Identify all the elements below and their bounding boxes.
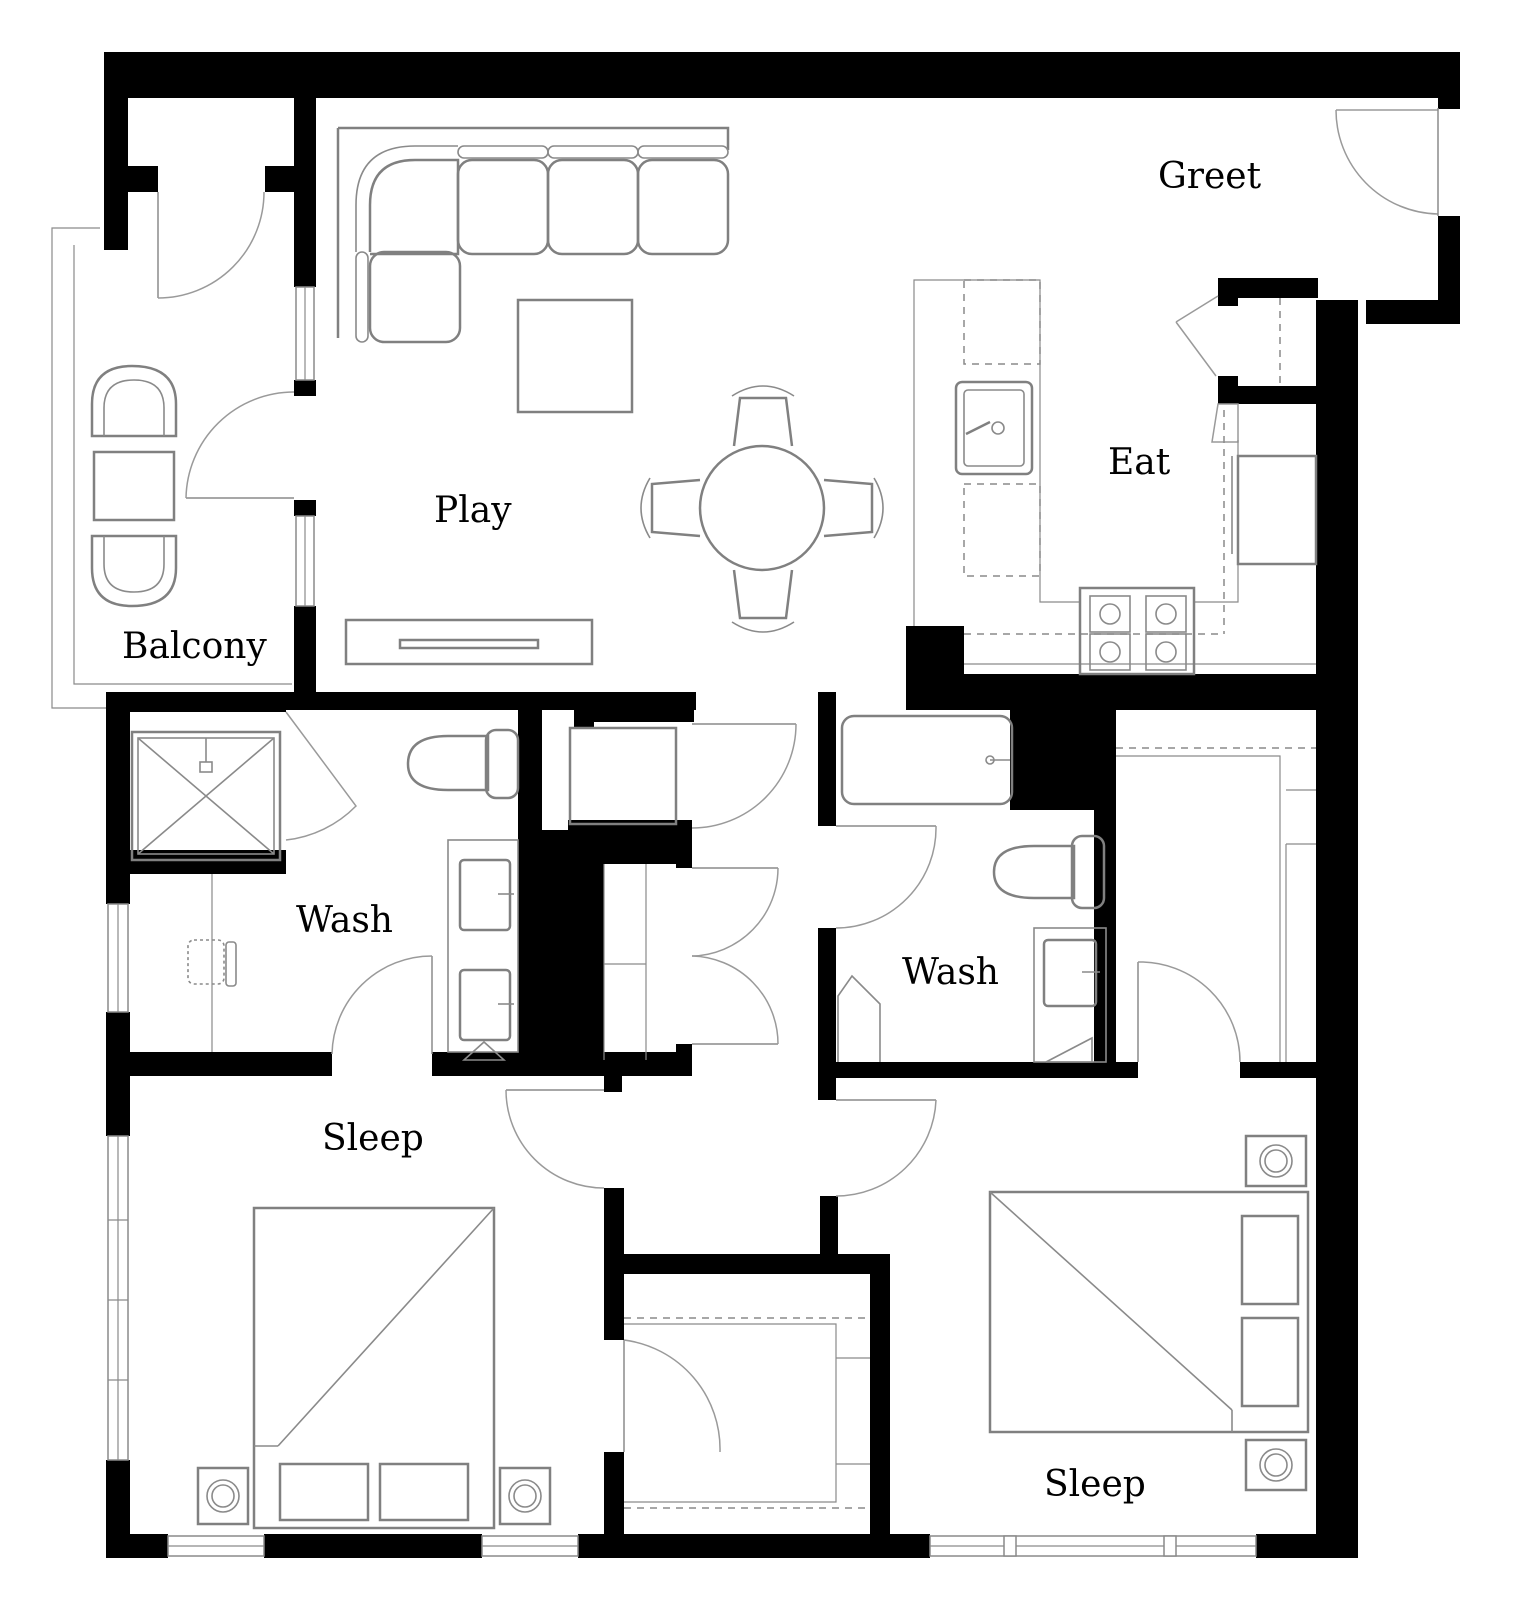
bathtub: [840, 714, 1014, 806]
room-label-balcony: Balcony: [122, 626, 267, 667]
room-label-sleep-right: Sleep: [1044, 1464, 1146, 1505]
nightstand: [1244, 1134, 1308, 1188]
hall-closets: [568, 726, 678, 1060]
balcony-furniture: [90, 364, 178, 608]
sleep-left-furniture: [196, 1206, 870, 1530]
sink-1: [458, 858, 512, 932]
nightstand: [498, 1466, 552, 1526]
walls: [104, 52, 1460, 1558]
room-label-wash-left: Wash: [296, 900, 393, 941]
doors: [157, 108, 1439, 1453]
sink-2: [458, 968, 512, 1042]
right-closet: [1116, 747, 1316, 1062]
room-label-sleep-left: Sleep: [322, 1118, 424, 1159]
room-label-greet: Greet: [1158, 156, 1262, 197]
living-furniture: [336, 126, 884, 666]
nightstand: [1244, 1438, 1308, 1492]
refrigerator: [1236, 454, 1318, 566]
stove: [1078, 586, 1196, 676]
sink: [1042, 938, 1098, 1008]
toilet: [992, 844, 1076, 900]
sleep-right-furniture: [988, 1134, 1310, 1492]
dining-table: [698, 444, 826, 572]
bed: [252, 1206, 496, 1530]
balcony-area: [51, 227, 292, 709]
nightstand: [196, 1466, 250, 1526]
washer: [568, 726, 678, 826]
room-label-play: Play: [434, 490, 512, 531]
windows: [107, 286, 1257, 1557]
room-labels: Greet Play Eat Balcony Wash Wash Sleep S…: [122, 156, 1262, 1505]
bed: [988, 1190, 1310, 1434]
room-label-eat: Eat: [1108, 442, 1171, 483]
kitchen-sink: [954, 380, 1034, 476]
toilet: [406, 734, 490, 792]
wash-right-fixtures: [837, 714, 1107, 1063]
shower: [130, 730, 282, 862]
wash-left-fixtures: [130, 728, 520, 1061]
room-label-wash-right: Wash: [902, 952, 999, 993]
kitchen: [913, 279, 1318, 676]
